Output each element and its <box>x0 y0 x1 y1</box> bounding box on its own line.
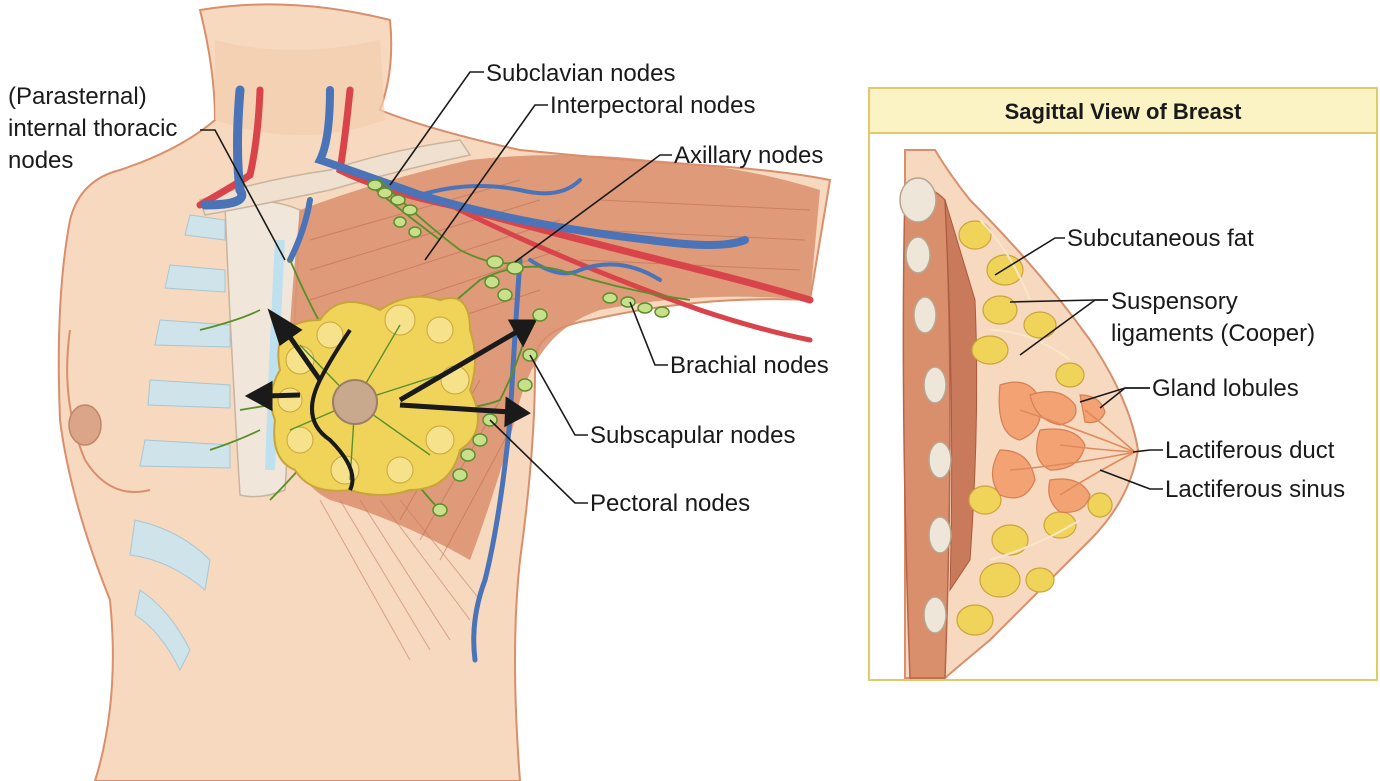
label-parasternal-line3: nodes <box>8 147 73 174</box>
sagittal-inset: Sagittal View of Breast <box>869 88 1377 680</box>
label-lactiferous-duct: Lactiferous duct <box>1165 437 1335 464</box>
label-subscapular-nodes: Subscapular nodes <box>590 422 795 449</box>
label-parasternal-line2: internal thoracic <box>8 115 177 142</box>
left-nipple <box>69 405 101 445</box>
label-lactiferous-sinus: Lactiferous sinus <box>1165 476 1345 503</box>
label-pectoral-nodes: Pectoral nodes <box>590 490 750 517</box>
label-parasternal-line1: (Parasternal) <box>8 83 147 110</box>
right-nipple <box>333 380 377 424</box>
label-brachial-nodes: Brachial nodes <box>670 352 829 379</box>
label-subcutaneous-fat: Subcutaneous fat <box>1067 225 1254 252</box>
label-subclavian-nodes: Subclavian nodes <box>486 60 675 87</box>
inset-title: Sagittal View of Breast <box>1005 99 1242 124</box>
label-suspensory-line2: ligaments (Cooper) <box>1111 320 1315 347</box>
label-interpectoral-nodes: Interpectoral nodes <box>550 92 755 119</box>
label-axillary-nodes: Axillary nodes <box>674 142 823 169</box>
label-suspensory-line1: Suspensory <box>1111 288 1238 315</box>
label-gland-lobules: Gland lobules <box>1152 375 1299 402</box>
